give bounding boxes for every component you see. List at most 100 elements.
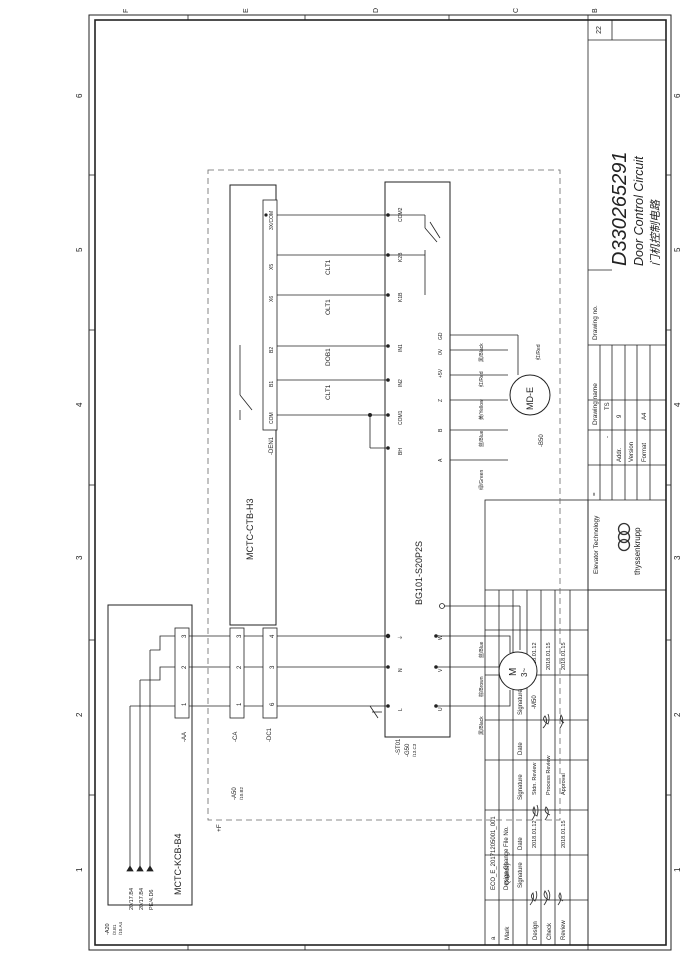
kcb-board [107, 604, 193, 906]
title-block [484, 19, 667, 946]
plus-f-label: +F [216, 824, 223, 832]
aa-terminal-1: 1 [182, 702, 188, 706]
frame-ticks [89, 15, 671, 950]
stdn-review-label: Stdn. Review [532, 763, 538, 795]
kcb-wiring [130, 635, 388, 707]
encoder-wiring [450, 334, 519, 461]
drawing-name-english: Door Control Circuit [632, 156, 646, 266]
enc-pin-0v: 0V [438, 348, 444, 355]
ctb-x-com: 3X/COM [269, 211, 275, 230]
col-4-label-right: 4 [673, 402, 682, 407]
terminal-strips [174, 627, 278, 719]
company-name: Elevator Technology [593, 515, 600, 574]
header-date-2: Date [518, 742, 524, 755]
handwritten-signatures [529, 713, 565, 906]
header-quantity: Quantity [505, 863, 511, 885]
addr-ts: TS [605, 402, 611, 410]
signal-clt1-b: CLT1 [325, 259, 332, 275]
ca-terminal-3: 3 [237, 634, 243, 638]
col-5-label: 5 [75, 247, 84, 252]
inverter-box [384, 181, 451, 738]
plus-f-boundary [207, 169, 561, 821]
col-5-label-right: 5 [673, 247, 682, 252]
enc-wire-black: 黑/Black [479, 343, 485, 362]
inv-k1b: K1B [398, 292, 404, 302]
signal-clt1-a: CLT1 [325, 384, 332, 400]
stdn-review-date: 2018.01.12 [532, 642, 538, 670]
g50-label: -G50 [405, 743, 411, 757]
wire-color-brown: 棕/Brown [478, 676, 485, 697]
drawing-no-label: Drawing no. [592, 305, 599, 340]
aa-terminal-3: 3 [182, 634, 188, 638]
st01-label: -ST01 [396, 738, 402, 755]
inv-bh: BH [398, 448, 404, 455]
inner-frame [94, 19, 667, 946]
enc-pin-z: Z [438, 399, 444, 402]
header-date-1: Date [518, 837, 524, 850]
title-block-text: 22 Drawing no. D330265291 Drawing name D… [491, 26, 662, 940]
a20-label: -A20 [105, 923, 111, 935]
inv-in1: IN1 [398, 344, 404, 352]
wire-color-blue: 蓝/Blue [478, 641, 485, 658]
ctb-com: COM [269, 412, 275, 424]
approval-date: 2018.01.15 [561, 642, 567, 670]
eco-number: ECO_E_20171205001_001 [491, 816, 497, 890]
enc-wire-blue: 蓝/Blue [478, 430, 485, 447]
addr-dash: - [605, 436, 611, 438]
terminal-numbers: 1 2 3 1 2 3 6 3 4 [182, 634, 276, 706]
encoder-wire-colors: 绿/Green 蓝/Blue 黄/Yellow 红/Red 黑/Black 红/… [478, 343, 542, 490]
ca-label: -CA [233, 732, 239, 742]
inv-k2b: K2B [398, 252, 404, 262]
row-e-label: E [243, 8, 250, 13]
format-label: Format [642, 443, 648, 462]
col-4-label: 4 [75, 402, 84, 407]
col-3-label-right: 3 [673, 555, 682, 560]
signal-junctions [264, 213, 372, 417]
col-3-label: 3 [75, 555, 84, 560]
signal-wiring [277, 214, 388, 449]
review-date: 2018.01.15 [561, 820, 567, 848]
enc-wire-red: 红/Red [478, 371, 485, 387]
ctb-relay-contact [239, 345, 253, 420]
design-change-file-no: Design Change File No. [504, 826, 510, 890]
enc-pin-5v: +5V [438, 368, 444, 378]
ctb-b2: B2 [269, 347, 275, 353]
row-d-label: D [373, 8, 380, 13]
signal-dob1: DOB1 [325, 348, 332, 366]
aa-terminal-2: 2 [182, 665, 188, 669]
ca-terminal-1: 1 [237, 702, 243, 706]
a20-ref-2: /10.A4 [118, 921, 123, 935]
format-value: A4 [642, 412, 648, 420]
drawing-number: D330265291 [609, 151, 631, 266]
mark-a: a [491, 936, 497, 940]
addr-label: Addr. [617, 448, 623, 462]
inv-pe: ⏚ [397, 635, 404, 640]
row-review: Review [561, 920, 567, 940]
wire-color-black: 黑/Black [479, 716, 485, 735]
inv-w: W [438, 635, 444, 640]
row-check: Check [547, 922, 553, 940]
header-signature-2: Signature [518, 774, 524, 800]
inv-u: U [438, 707, 444, 711]
addr-eq: = [592, 492, 598, 496]
inverter-label: BG101-S20P2S [414, 541, 424, 605]
a20-ref-1: /3.B1 [112, 924, 117, 935]
motor-label: M [508, 668, 519, 676]
col-2-label-right: 2 [673, 712, 682, 717]
kcb-label: MCTC-KCB-B4 [173, 833, 183, 895]
col-1-label-right: 1 [673, 867, 682, 872]
enc-pin-gd: GD [438, 332, 444, 340]
header-signature-3: Signature [518, 689, 524, 715]
den1-label: -DEN1 [269, 436, 275, 455]
process-review-date: 2018.01.15 [546, 642, 552, 670]
inv-in2: IN2 [398, 379, 404, 387]
signal-olt1: OLT1 [325, 299, 332, 315]
row-design: Design [533, 921, 539, 940]
ctb-io-labels: COM B1 B2 X6 X5 3X/COM [269, 211, 275, 424]
w-terminal-dots [439, 603, 445, 609]
signal-labels: CLT1 DOB1 OLT1 CLT1 [325, 259, 332, 400]
inv-com1: COM1 [398, 410, 404, 425]
inv-n: N [398, 668, 404, 672]
